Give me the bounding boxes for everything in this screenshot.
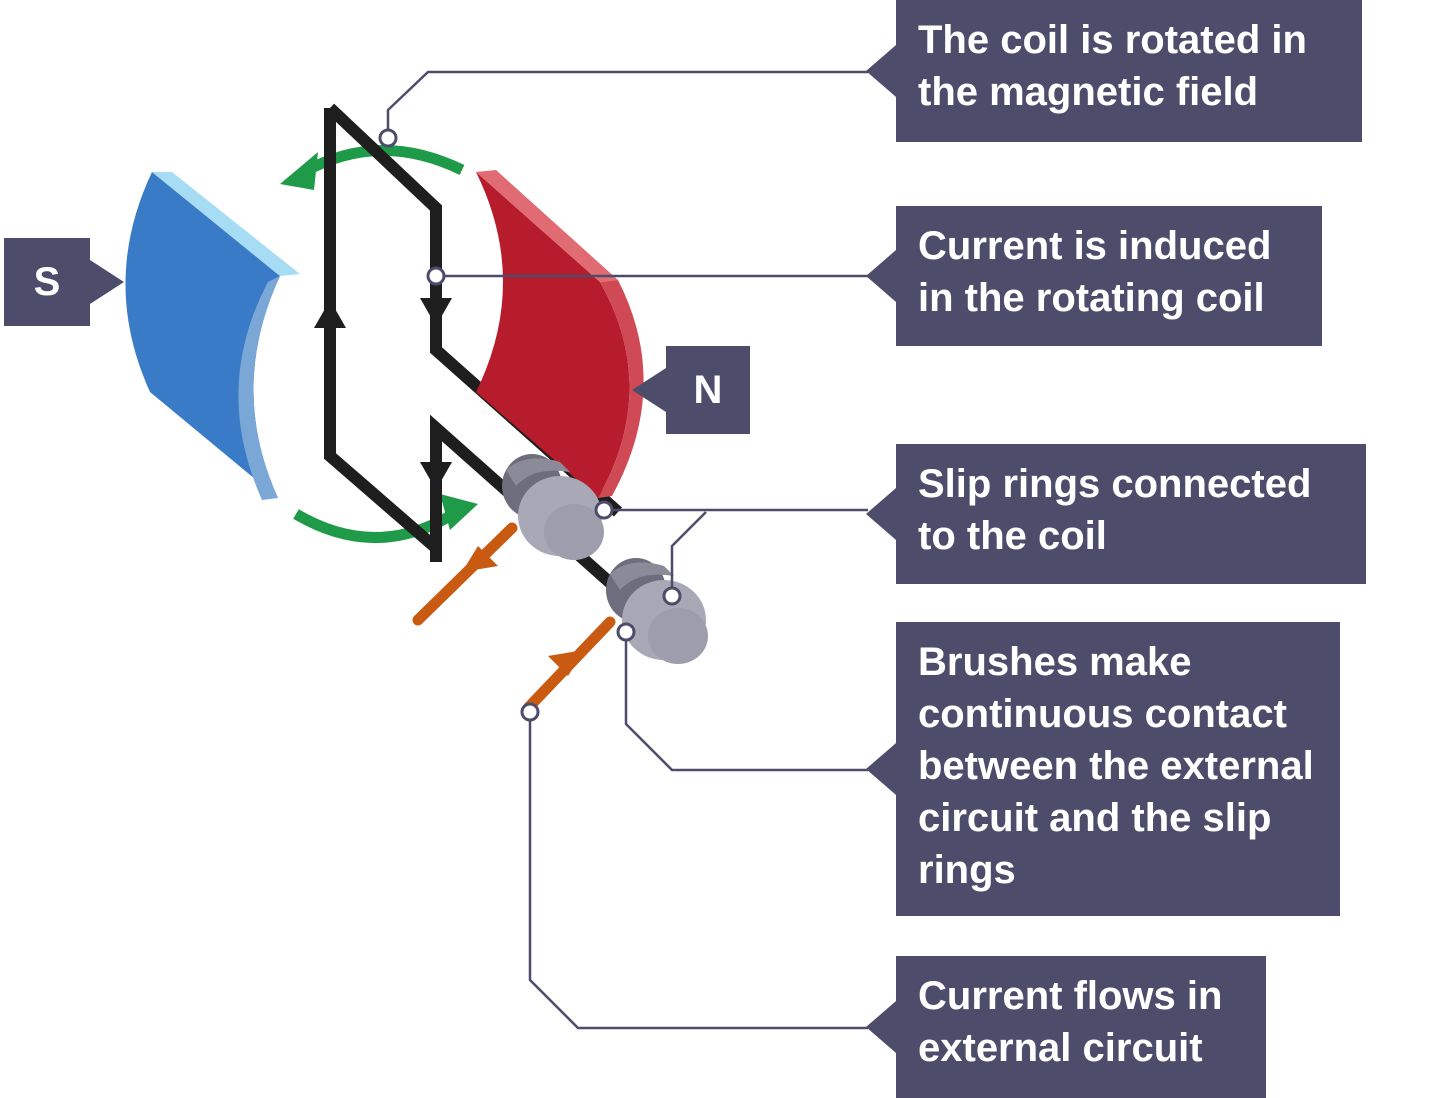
label-brushes: Brushes make continuous contact between … <box>866 622 1340 916</box>
label-slip-rings: Slip rings connected to the coil <box>866 444 1366 584</box>
up-arrow-icon <box>314 300 346 328</box>
current-arrow-icon <box>462 546 498 572</box>
down-arrow-icon <box>420 462 452 490</box>
label-coil-rotated-text: The coil is rotated in the magnetic fiel… <box>918 18 1307 114</box>
label-current-induced-text: Current is induced in the rotating coil <box>918 224 1272 320</box>
rotation-arrows <box>280 145 478 543</box>
label-external-current-text: Current flows in external circuit <box>918 974 1223 1070</box>
coil-current-arrows <box>314 298 452 490</box>
slip-ring-front <box>502 454 604 560</box>
label-current-induced: Current is induced in the rotating coil <box>866 206 1322 346</box>
label-coil-rotated: The coil is rotated in the magnetic fiel… <box>866 0 1362 142</box>
north-pole-label: N <box>632 346 750 434</box>
label-brushes-text: Brushes make continuous contact between … <box>918 640 1314 892</box>
south-pole-text: S <box>33 259 61 304</box>
south-pole-magnet <box>125 172 300 500</box>
label-slip-rings-text: Slip rings connected to the coil <box>918 462 1312 558</box>
label-external-current: Current flows in external circuit <box>866 956 1266 1098</box>
external-current-arrows <box>462 546 584 676</box>
leader-lines <box>386 70 868 1030</box>
south-pole-label: S <box>4 238 124 326</box>
current-arrow-icon <box>548 650 584 676</box>
down-arrow-icon <box>420 298 452 326</box>
north-pole-text: N <box>693 367 723 412</box>
north-pole-magnet <box>476 170 644 498</box>
leader-dots <box>378 128 682 722</box>
slip-ring-back <box>606 558 708 664</box>
